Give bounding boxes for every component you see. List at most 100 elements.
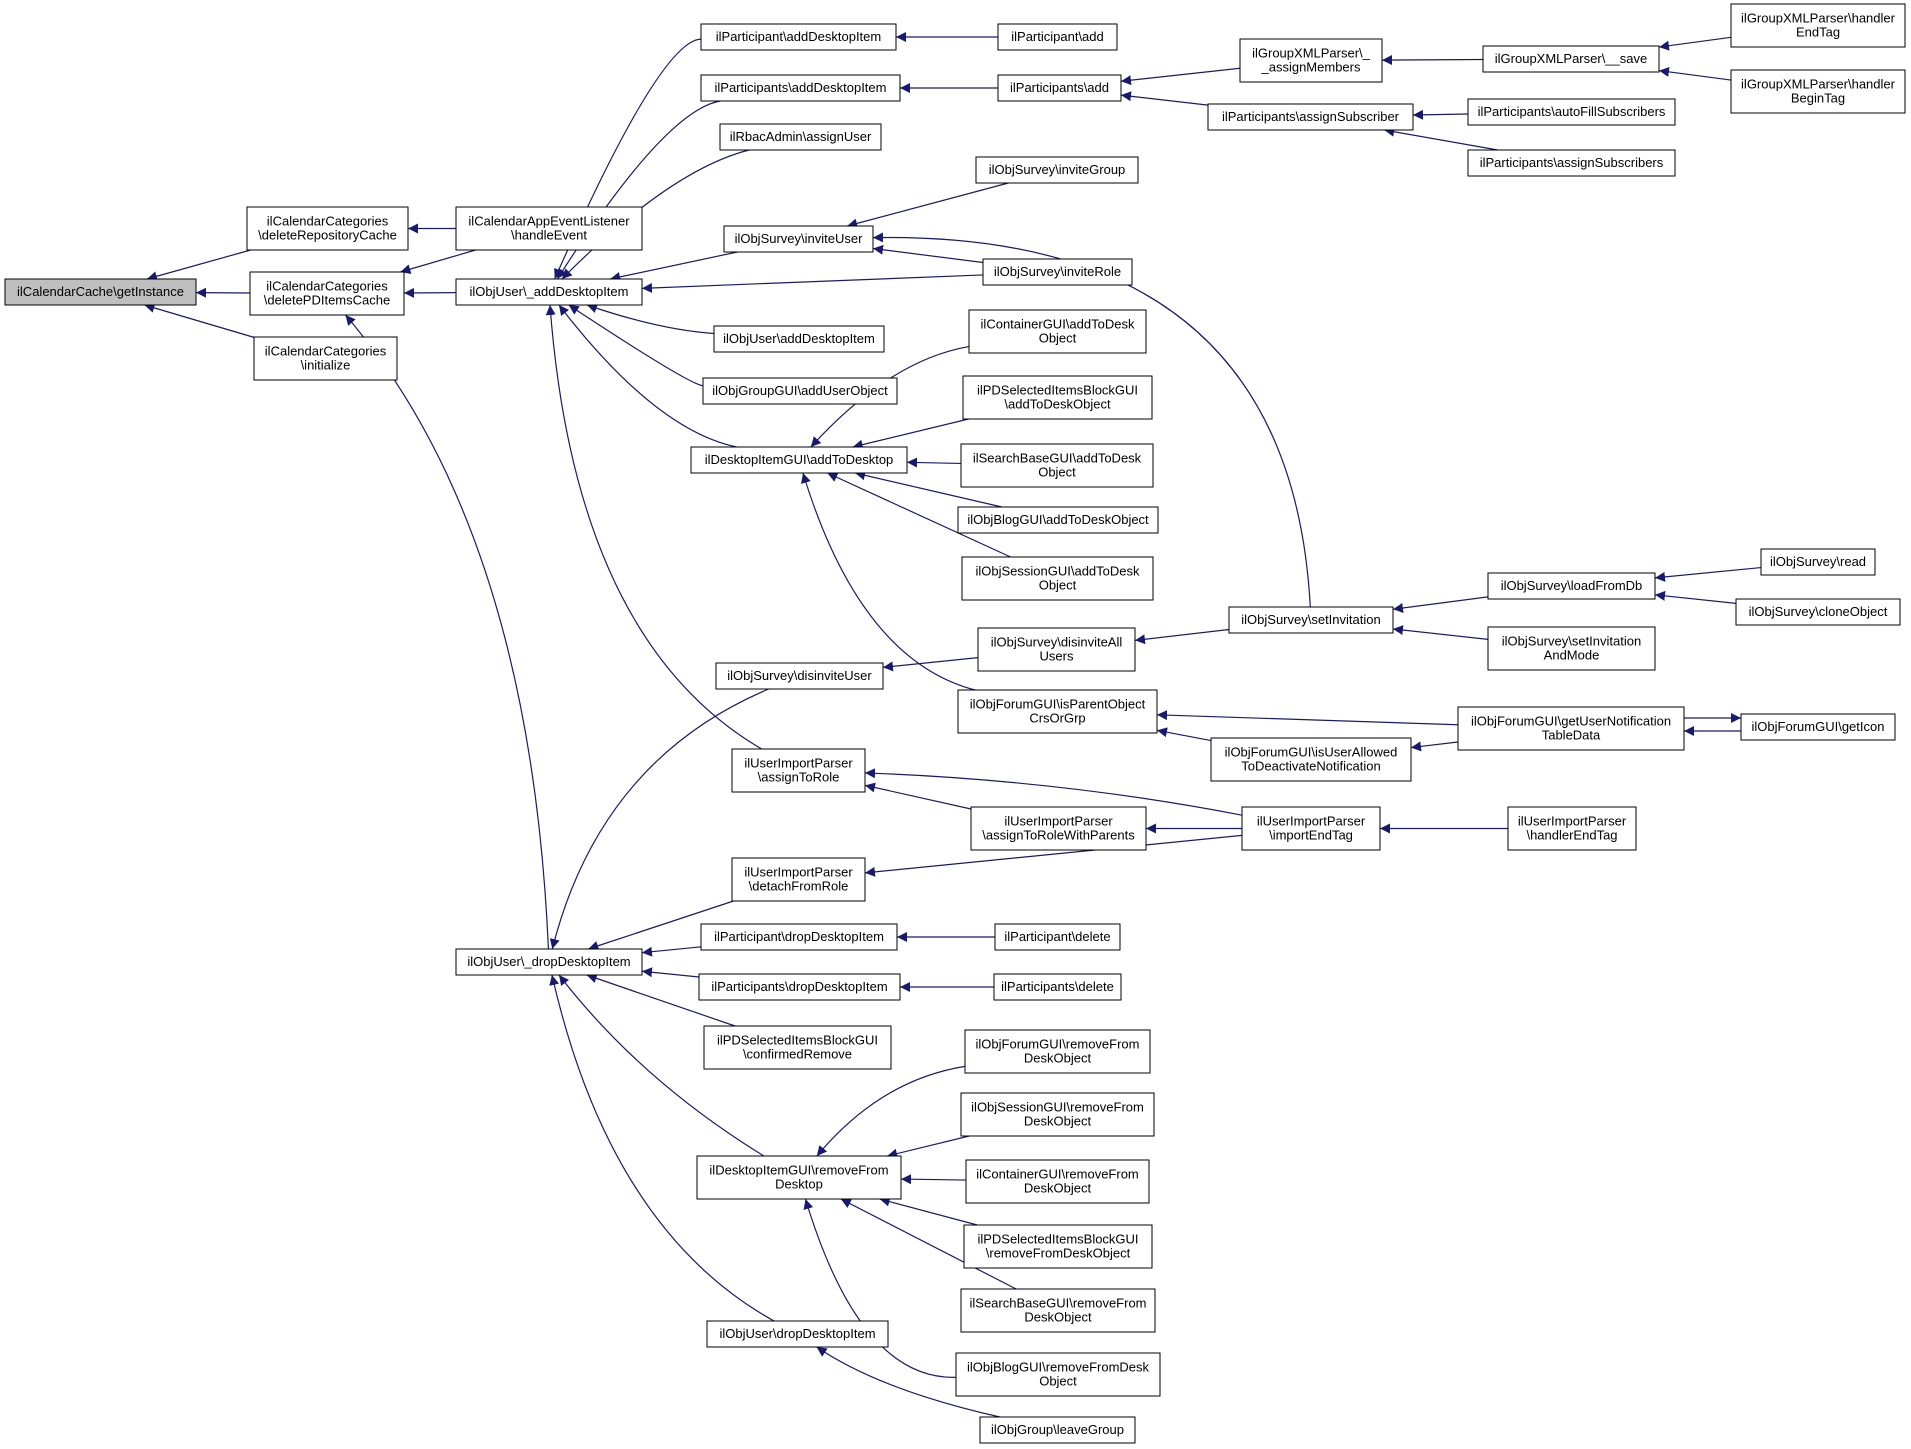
- edge-n38-to-n20: [900, 1174, 967, 1185]
- node-box: [455, 948, 643, 976]
- graph-node[interactable]: ilParticipant\delete: [994, 923, 1121, 951]
- graph-node[interactable]: ilObjUser\_dropDesktopItem: [455, 948, 643, 976]
- node-box: [955, 1352, 1161, 1397]
- graph-node[interactable]: ilUserImportParser\assignToRoleWithParen…: [970, 806, 1147, 851]
- edge-n11-to-n5: [586, 303, 715, 335]
- graph-node[interactable]: ilContainerGUI\addToDeskObject: [968, 309, 1147, 354]
- edge-n24-to-n10: [847, 182, 1009, 229]
- graph-node[interactable]: ilGroupXMLParser\__save: [1482, 45, 1660, 73]
- graph-node[interactable]: ilObjBlogGUI\addToDeskObject: [957, 506, 1159, 534]
- graph-node[interactable]: ilParticipant\addDesktopItem: [700, 23, 897, 51]
- graph-node[interactable]: ilParticipants\addDesktopItem: [700, 74, 901, 102]
- graph-node[interactable]: ilObjUser\dropDesktopItem: [706, 1320, 889, 1348]
- graph-node[interactable]: ilObjSurvey\inviteRole: [982, 258, 1133, 286]
- edge-n21-to-n6: [549, 974, 775, 1322]
- node-label: CrsOrGrp: [1029, 711, 1085, 726]
- node-label: ilObjForumGUI\isUserAllowed: [1225, 745, 1398, 760]
- graph-node[interactable]: ilObjForumGUI\isUserAllowedToDeactivateN…: [1210, 737, 1412, 782]
- node-label: ilObjSessionGUI\addToDesk: [975, 564, 1140, 579]
- graph-node[interactable]: ilCalendarCache\getInstance: [4, 278, 197, 306]
- node-label: AndMode: [1544, 648, 1600, 663]
- graph-node[interactable]: ilObjSessionGUI\addToDeskObject: [961, 556, 1154, 601]
- graph-node[interactable]: ilObjSurvey\inviteUser: [723, 225, 874, 253]
- graph-node[interactable]: ilCalendarAppEventListener\handleEvent: [455, 206, 643, 251]
- node-label: ilPDSelectedItemsBlockGUI: [717, 1033, 878, 1048]
- graph-node[interactable]: ilObjUser\_addDesktopItem: [455, 278, 643, 306]
- graph-node[interactable]: ilObjBlogGUI\removeFromDeskObject: [955, 1352, 1161, 1397]
- graph-node[interactable]: ilObjForumGUI\getIcon: [1740, 713, 1896, 741]
- edge-n25-to-n10: [872, 244, 984, 264]
- graph-node[interactable]: ilParticipants\assignSubscriber: [1207, 103, 1414, 131]
- graph-node[interactable]: ilParticipants\dropDesktopItem: [698, 973, 901, 1001]
- node-label: DeskObject: [1024, 1051, 1092, 1066]
- edge-n56-to-n48: [1658, 66, 1732, 81]
- graph-node[interactable]: ilObjForumGUI\removeFromDeskObject: [964, 1029, 1151, 1074]
- node-box: [965, 1159, 1150, 1204]
- graph-node[interactable]: ilParticipants\delete: [993, 973, 1122, 1001]
- graph-node[interactable]: ilUserImportParser\handlerEndTag: [1507, 806, 1637, 851]
- graph-node[interactable]: ilCalendarCategories\deletePDItemsCache: [249, 271, 405, 316]
- graph-node[interactable]: ilObjUser\addDesktopItem: [713, 325, 885, 353]
- graph-node[interactable]: ilObjSurvey\cloneObject: [1735, 598, 1901, 626]
- node-label: ilUserImportParser: [1257, 814, 1366, 829]
- node-label: ilParticipant\add: [1011, 29, 1104, 44]
- graph-node[interactable]: ilSearchBaseGUI\removeFromDeskObject: [960, 1288, 1156, 1333]
- node-label: ilUserImportParser: [744, 865, 853, 880]
- node-label: ilParticipant\delete: [1004, 929, 1110, 944]
- node-label: ilObjForumGUI\getUserNotification: [1471, 714, 1671, 729]
- edge-n3-to-n0: [144, 303, 255, 338]
- graph-node[interactable]: ilDesktopItemGUI\addToDesktop: [690, 446, 908, 474]
- graph-node[interactable]: ilGroupXMLParser\__assignMembers: [1239, 38, 1383, 83]
- graph-node[interactable]: ilUserImportParser\assignToRole: [731, 748, 866, 793]
- graph-node[interactable]: ilSearchBaseGUI\addToDeskObject: [960, 443, 1154, 488]
- graph-node[interactable]: ilPDSelectedItemsBlockGUI\confirmedRemov…: [703, 1025, 892, 1070]
- node-label: ilObjSessionGUI\removeFrom: [971, 1100, 1144, 1115]
- node-label: ilCalendarCategories: [265, 344, 387, 359]
- node-label: DeskObject: [1024, 1310, 1092, 1325]
- graph-node[interactable]: ilParticipant\dropDesktopItem: [700, 923, 898, 951]
- graph-node[interactable]: ilObjSurvey\setInvitation: [1228, 606, 1394, 634]
- node-label: ilContainerGUI\removeFrom: [976, 1167, 1139, 1182]
- graph-node[interactable]: ilGroupXMLParser\handlerEndTag: [1730, 3, 1906, 48]
- graph-node[interactable]: ilUserImportParser\detachFromRole: [731, 857, 866, 902]
- node-box: [249, 271, 405, 316]
- graph-node[interactable]: ilPDSelectedItemsBlockGUI\addToDeskObjec…: [962, 375, 1153, 420]
- graph-node[interactable]: ilObjSessionGUI\removeFromDeskObject: [960, 1092, 1155, 1137]
- graph-node[interactable]: ilObjSurvey\inviteGroup: [975, 156, 1139, 184]
- graph-node[interactable]: ilRbacAdmin\assignUser: [719, 123, 882, 151]
- node-label: ilParticipants\assignSubscribers: [1480, 155, 1664, 170]
- graph-node[interactable]: ilCalendarCategories\deleteRepositoryCac…: [246, 206, 409, 251]
- graph-node[interactable]: ilParticipants\autoFillSubscribers: [1467, 98, 1676, 126]
- graph-node[interactable]: ilPDSelectedItemsBlockGUI\removeFromDesk…: [963, 1224, 1153, 1269]
- edge-n6-to-n2: [344, 314, 550, 950]
- edge-n32-to-n13: [801, 472, 976, 691]
- graph-node[interactable]: ilObjSurvey\disinviteUser: [715, 662, 884, 690]
- graph-node[interactable]: ilObjSurvey\read: [1760, 548, 1876, 576]
- graph-node[interactable]: ilObjGroup\leaveGroup: [979, 1416, 1136, 1444]
- graph-node[interactable]: ilContainerGUI\removeFromDeskObject: [965, 1159, 1150, 1204]
- graph-node[interactable]: ilParticipants\assignSubscribers: [1467, 149, 1676, 177]
- node-label: \confirmedRemove: [743, 1047, 852, 1062]
- graph-node[interactable]: ilUserImportParser\importEndTag: [1241, 806, 1381, 851]
- node-box: [700, 74, 901, 102]
- graph-node[interactable]: ilParticipant\add: [997, 23, 1118, 51]
- graph-node[interactable]: ilObjForumGUI\getUserNotificationTableDa…: [1457, 706, 1685, 751]
- node-label: ilObjSurvey\loadFromDb: [1501, 578, 1643, 593]
- graph-node[interactable]: ilParticipants\add: [997, 74, 1122, 102]
- edge-n45-to-n31: [1134, 628, 1230, 645]
- node-label: ilParticipants\dropDesktopItem: [711, 979, 887, 994]
- node-label: ilGroupXMLParser\handler: [1741, 11, 1896, 26]
- edge-n50-to-n44: [1384, 126, 1498, 151]
- edge-n57-to-n51: [1654, 566, 1762, 582]
- node-label: ilRbacAdmin\assignUser: [730, 129, 872, 144]
- node-label: ilObjSurvey\read: [1770, 554, 1866, 569]
- graph-node[interactable]: ilObjGroupGUI\addUserObject: [702, 377, 898, 405]
- graph-node[interactable]: ilObjSurvey\loadFromDb: [1487, 572, 1656, 600]
- graph-node[interactable]: ilCalendarCategories\initialize: [253, 336, 398, 381]
- node-box: [703, 1025, 892, 1070]
